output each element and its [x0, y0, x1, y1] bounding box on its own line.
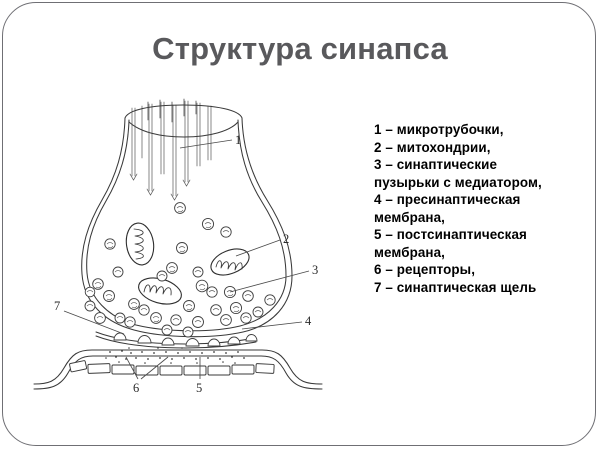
synaptic-vesicle [84, 300, 96, 312]
callouts-group: 1 2 3 4 5 6 7 [54, 133, 318, 395]
callout-number-5: 5 [196, 381, 202, 395]
legend-item-3: 3 – синаптические пузырьки с медиатором, [374, 157, 542, 190]
synaptic-vesicle [156, 270, 168, 282]
legend-item-5: 5 – постсинаптическая мембрана, [374, 227, 527, 260]
presynaptic-membrane [95, 331, 258, 349]
synaptic-vesicle [183, 300, 195, 312]
neurotransmitter-particles [105, 347, 245, 364]
synaptic-vesicle [103, 290, 115, 302]
fusing-vesicle [137, 335, 152, 344]
synaptic-vesicle [242, 290, 254, 302]
legend-item-2: 2 – митохондрии, [374, 139, 491, 155]
mitochondrion [125, 222, 155, 266]
synaptic-vesicle [124, 316, 136, 328]
microtubules-group [129, 98, 212, 201]
synaptic-vesicle [138, 304, 150, 316]
synaptic-vesicle [84, 286, 96, 298]
synaptic-vesicle [210, 304, 222, 316]
mitochondria-group [125, 222, 250, 305]
synaptic-vesicle [192, 316, 204, 328]
legend-item-7: 7 – синаптическая щель [374, 279, 537, 295]
synaptic-vesicle [128, 298, 140, 310]
legend-item-6: 6 – рецепторы, [374, 262, 476, 278]
synaptic-vesicle [192, 266, 204, 278]
synaptic-vesicle [229, 301, 243, 315]
synaptic-vesicle [195, 279, 209, 293]
synaptic-vesicle [161, 324, 173, 336]
synaptic-vesicle [252, 306, 264, 318]
synapse-diagram: .ln { fill:none; stroke:#3a3a3a; stroke-… [33, 98, 323, 395]
synaptic-vesicle [150, 312, 162, 324]
synaptic-vesicle [176, 242, 188, 254]
callout-number-2: 2 [283, 232, 289, 246]
synaptic-vesicle [174, 202, 186, 214]
fusing-vesicle [227, 336, 241, 345]
callout-number-7: 7 [54, 299, 60, 313]
synaptic-vesicle [264, 294, 276, 306]
synaptic-vesicles-group [84, 202, 276, 338]
page-title: Структура синапса [152, 31, 448, 66]
synaptic-vesicle [220, 226, 232, 238]
fusing-vesicle [245, 334, 258, 342]
mitochondrion [210, 248, 250, 276]
synaptic-vesicle [170, 314, 182, 326]
callout-number-4: 4 [305, 314, 312, 328]
fusing-vesicle [161, 337, 175, 346]
fusing-vesicle [185, 338, 200, 347]
synaptic-vesicle [114, 312, 126, 324]
legend-item-4: 4 – пресинаптическая мембрана, [374, 192, 521, 225]
synaptic-vesicle [201, 217, 215, 231]
receptors-group [69, 360, 275, 376]
synaptic-vesicle [223, 285, 237, 299]
synaptic-vesicle [166, 262, 178, 274]
synaptic-vesicle [206, 286, 218, 298]
legend-list: 1 – микротрубочки, 2 – митохондрии, 3 – … [374, 121, 542, 296]
legend-item-1: 1 – микротрубочки, [374, 122, 504, 137]
callout-number-1: 1 [235, 133, 241, 147]
synaptic-vesicle [104, 238, 116, 250]
callout-number-6: 6 [133, 381, 139, 395]
synaptic-vesicle [182, 326, 194, 338]
synaptic-vesicle [240, 312, 252, 324]
axon-terminal-outline [81, 104, 293, 338]
postsynaptic-membrane [33, 349, 323, 390]
fusing-vesicle [207, 338, 221, 347]
synaptic-vesicle [94, 312, 106, 324]
synaptic-vesicle [220, 314, 232, 326]
synaptic-vesicle [112, 266, 124, 278]
synaptic-vesicle [92, 278, 104, 290]
callout-number-3: 3 [312, 263, 318, 277]
fusing-vesicle [113, 332, 127, 341]
